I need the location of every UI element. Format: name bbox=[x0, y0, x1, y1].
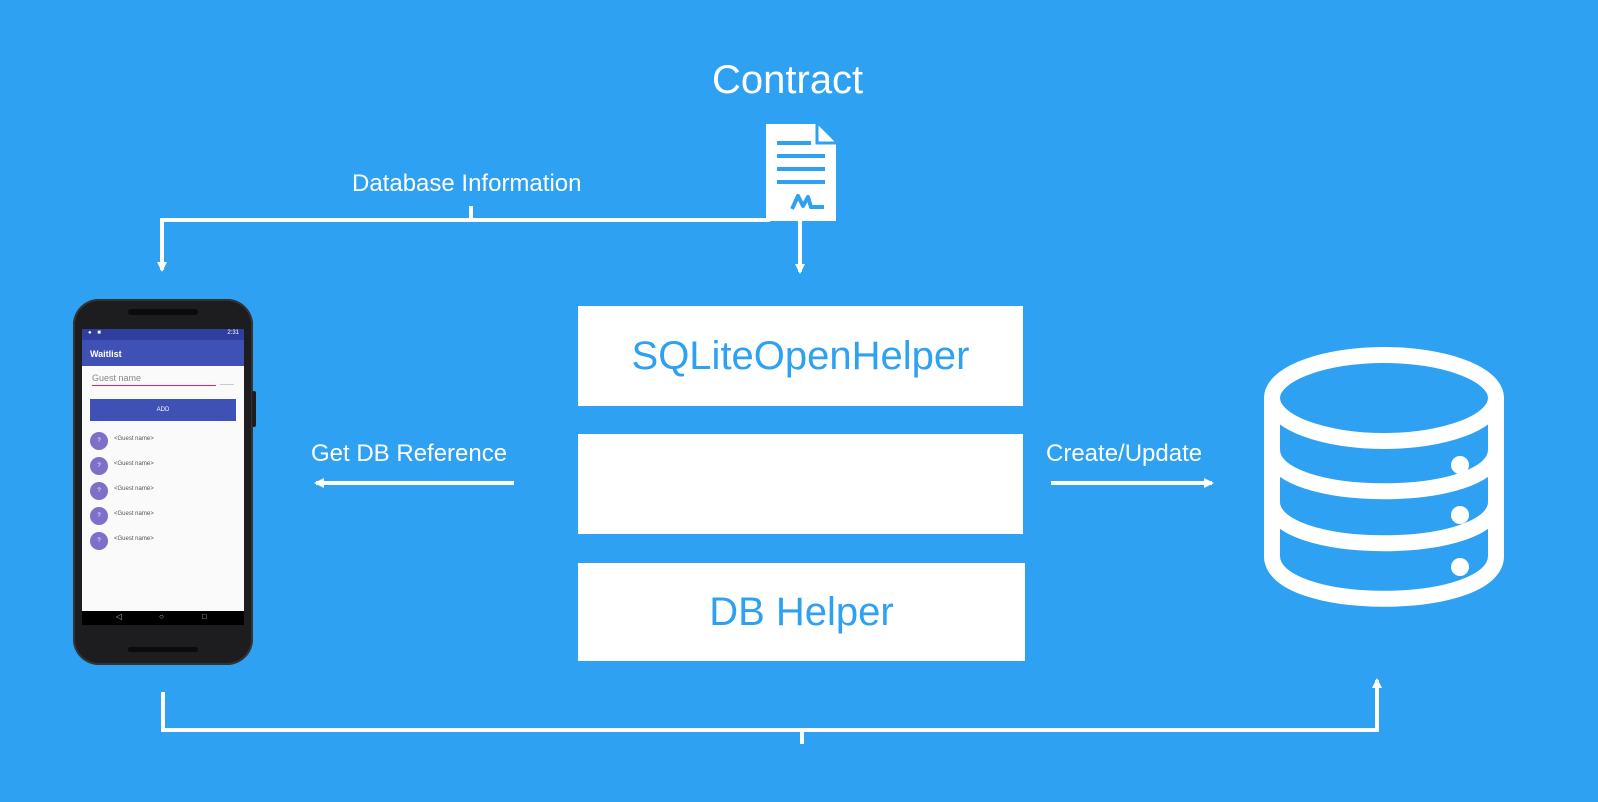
list-item[interactable]: ? <Guest name> bbox=[90, 432, 236, 450]
status-icons: ● ■ bbox=[88, 330, 103, 336]
database-icon bbox=[1264, 347, 1504, 607]
phone-screen: ● ■ 2:31 Waitlist Guest name ADD ? <Gues… bbox=[82, 329, 244, 625]
status-time: 2:31 bbox=[227, 330, 239, 336]
list-item[interactable]: ? <Guest name> bbox=[90, 507, 236, 525]
guest-name-text: <Guest name> bbox=[114, 486, 154, 492]
phone-side-button bbox=[252, 391, 256, 427]
bottom-connector bbox=[161, 678, 1382, 732]
guest-name-text: <Guest name> bbox=[114, 536, 154, 542]
home-icon[interactable]: ○ bbox=[159, 612, 164, 621]
back-icon[interactable]: ◁ bbox=[116, 612, 123, 621]
create-update-label: Create/Update bbox=[1046, 440, 1203, 467]
avatar: ? bbox=[90, 532, 108, 550]
contract-document-icon bbox=[766, 124, 836, 221]
guest-name-text: <Guest name> bbox=[114, 511, 154, 517]
database-status-dots bbox=[1451, 456, 1469, 576]
avatar: ? bbox=[90, 457, 108, 475]
avatar: ? bbox=[90, 482, 108, 500]
recents-icon[interactable]: □ bbox=[202, 612, 207, 621]
avatar: ? bbox=[90, 432, 108, 450]
database-info-connector bbox=[157, 218, 770, 272]
guest-name-text: <Guest name> bbox=[114, 461, 154, 467]
phone-speaker-top bbox=[128, 309, 198, 315]
app-title: Waitlist bbox=[90, 349, 122, 359]
guest-input-hint-line bbox=[220, 384, 234, 385]
db-helper-box: DB Helper bbox=[578, 563, 1025, 661]
navigation-bar: ◁ ○ □ bbox=[82, 611, 244, 625]
guest-name-text: <Guest name> bbox=[114, 436, 154, 442]
sqlite-open-helper-box: SQLiteOpenHelper bbox=[578, 306, 1023, 406]
app-bar: Waitlist bbox=[82, 340, 244, 366]
guest-name-input[interactable]: Guest name bbox=[92, 371, 216, 386]
get-db-reference-label: Get DB Reference bbox=[311, 440, 508, 467]
contract-title: Contract bbox=[712, 58, 864, 102]
android-phone: ● ■ 2:31 Waitlist Guest name ADD ? <Gues… bbox=[73, 299, 256, 665]
avatar: ? bbox=[90, 507, 108, 525]
list-item[interactable]: ? <Guest name> bbox=[90, 532, 236, 550]
server-box bbox=[578, 434, 1023, 534]
phone-speaker-bottom bbox=[128, 647, 198, 652]
database-information-label: Database Information bbox=[352, 170, 582, 197]
status-bar: ● ■ 2:31 bbox=[82, 329, 244, 340]
list-item[interactable]: ? <Guest name> bbox=[90, 457, 236, 475]
list-item[interactable]: ? <Guest name> bbox=[90, 482, 236, 500]
add-button[interactable]: ADD bbox=[90, 399, 236, 421]
